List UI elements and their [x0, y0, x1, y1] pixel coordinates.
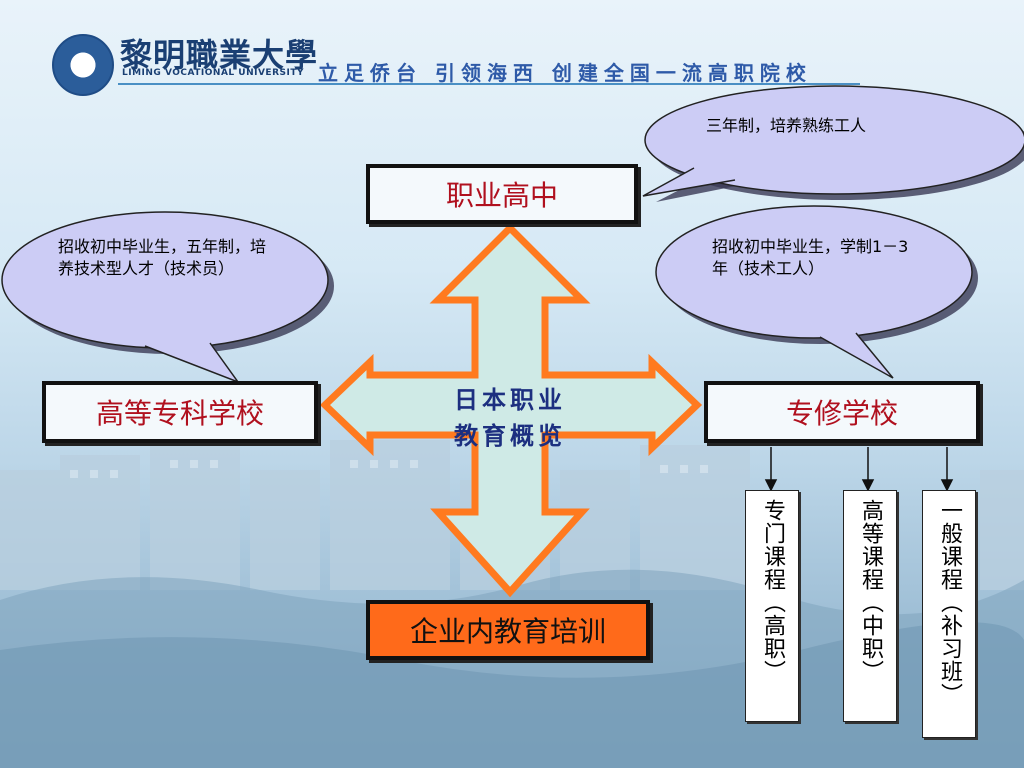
callout-left-text: 招收初中毕业生，五年制，培养技术型人才（技术员） [58, 237, 267, 278]
node-in-company-training: 企业内教育培训 [366, 600, 650, 660]
course-general: 一般课程（补习班） [922, 490, 976, 738]
callout-left [1, 211, 334, 384]
course-specialized: 专门课程（高职） [745, 490, 799, 722]
node-vocational-high-school: 职业高中 [366, 164, 638, 224]
header-slogan: 立足侨台 引领海西 创建全国一流高职院校 [318, 61, 812, 85]
university-seal-logo [52, 34, 114, 96]
course-specialized-label: 专门课程（高职） [760, 499, 785, 683]
course-advanced: 高等课程（中职） [843, 490, 897, 722]
course-advanced-label: 高等课程（中职） [858, 499, 883, 683]
callout-right-text: 招收初中毕业生，学制1－3年（技术工人） [712, 237, 909, 278]
center-label-line2: 教育概览 [454, 421, 566, 450]
header-divider [118, 83, 860, 85]
connector-arrows [764, 447, 954, 492]
center-label: 日本职业 教育概览 [420, 382, 600, 454]
node-junior-college: 高等专科学校 [42, 381, 318, 443]
callout-right [655, 205, 978, 379]
node-specialized-training-school: 专修学校 [704, 381, 980, 443]
university-english-name: LIMING VOCATIONAL UNIVERSITY [122, 68, 304, 78]
course-general-label: 一般课程（补习班） [937, 499, 962, 706]
university-name: 黎明職業大學 [120, 36, 319, 74]
center-label-line1: 日本职业 [454, 385, 566, 414]
callout-top-right [642, 85, 1024, 202]
callout-top-right-text: 三年制，培养熟练工人 [706, 116, 867, 135]
four-way-arrow [319, 223, 703, 598]
